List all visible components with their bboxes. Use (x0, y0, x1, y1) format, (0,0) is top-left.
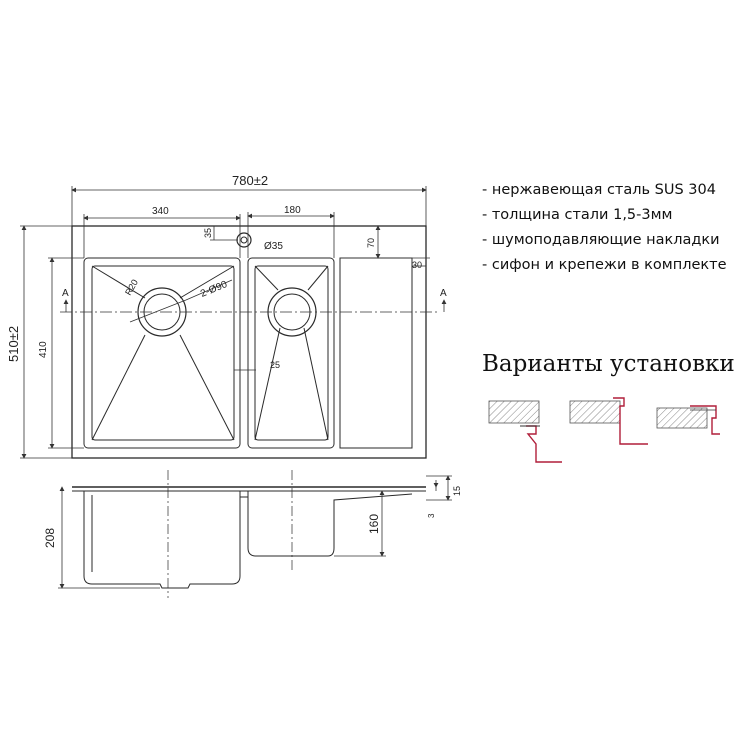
dim-bowl-depth: 410 (38, 341, 49, 358)
spec-item: - нержавеющая сталь SUS 304 (482, 182, 716, 198)
dim-rim-height: 15 (452, 486, 462, 496)
top-view (71, 225, 427, 459)
drainboard (339, 257, 413, 449)
dim-faucet-diameter: Ø35 (264, 241, 283, 252)
dim-left-bowl-width: 340 (152, 206, 169, 217)
spec-item: - шумоподавляющие накладки (482, 232, 720, 248)
install-variant-undermount (488, 400, 562, 463)
dim-right-bowl-width: 180 (284, 205, 301, 216)
install-variants-title: Варианты установки (482, 351, 735, 377)
dim-divider: 25 (270, 360, 280, 370)
faucet-hole (236, 232, 252, 248)
dim-top-margin: 70 (366, 238, 376, 248)
sink-outline (71, 225, 427, 459)
dim-overall-width: 780±2 (232, 173, 268, 188)
spec-item: - сифон и крепежи в комплекте (482, 257, 727, 273)
dim-right-margin: 30 (412, 260, 422, 270)
spec-list: - нержавеющая сталь SUS 304 - толщина ст… (482, 178, 727, 278)
right-bowl (247, 257, 335, 449)
section-marker-right: A (440, 288, 447, 299)
dim-faucet-offset: 35 (203, 228, 213, 238)
side-view-labels: 208 160 15 3 (43, 486, 462, 548)
left-bowl (83, 257, 241, 449)
install-variant-flush (569, 397, 648, 445)
dim-rim-thickness: 3 (427, 513, 436, 518)
spec-item: - толщина стали 1,5-3мм (482, 207, 673, 223)
install-variant-overmount (656, 405, 720, 435)
section-arrows (63, 299, 447, 312)
dim-corner-radius: R20 (123, 278, 140, 297)
section-marker-left: A (62, 288, 69, 299)
dim-overall-depth: 510±2 (6, 326, 21, 362)
side-view-dimensions (58, 475, 452, 589)
dim-height-total: 208 (43, 528, 57, 548)
side-view (72, 470, 426, 598)
dim-height-small-bowl: 160 (367, 514, 381, 534)
top-view-dimensions (20, 186, 440, 459)
dim-drain-diameter: 2-Ø90 (199, 279, 229, 300)
